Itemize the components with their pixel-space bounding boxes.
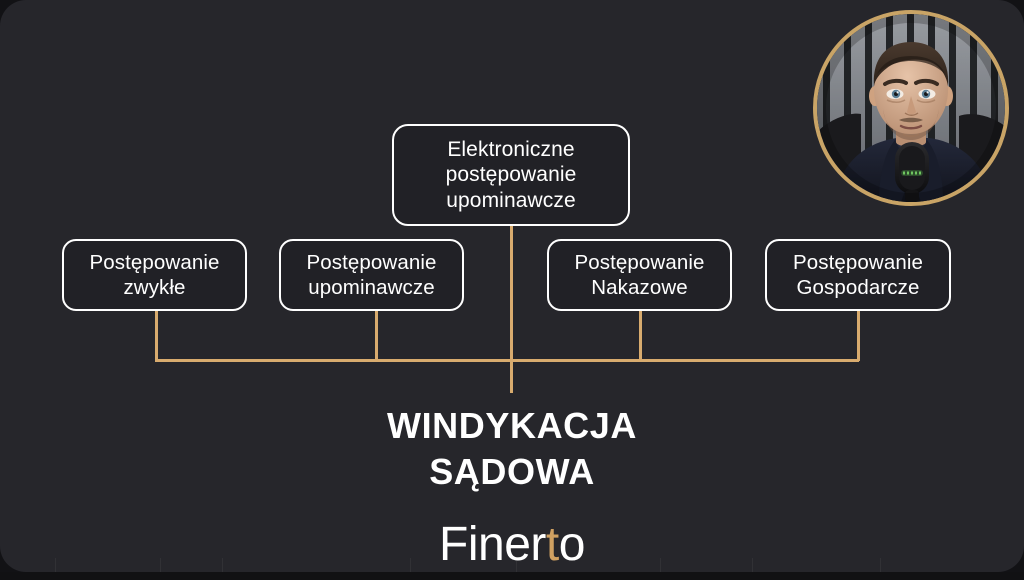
node-elektroniczne-postepowanie-upominawcze: Elektroniczne postępowanie upominawcze — [392, 124, 630, 226]
finerto-logo: Finerto — [0, 517, 1024, 572]
node-postepowanie-gospodarcze: Postępowanie Gospodarcze — [765, 239, 951, 311]
slide-headline: WINDYKACJA SĄDOWA — [0, 403, 1024, 495]
node-postepowanie-upominawcze: Postępowanie upominawcze — [279, 239, 464, 311]
bottom-bar — [0, 572, 1024, 580]
connector-center-trunk — [510, 226, 513, 393]
connector-stub-nakazowe — [639, 311, 642, 361]
node-postepowanie-nakazowe: Postępowanie Nakazowe — [547, 239, 732, 311]
headline-line-1: WINDYKACJA — [386, 405, 637, 446]
node-upominawcze-label: Postępowanie upominawcze — [306, 251, 437, 299]
presenter-video-frame — [817, 14, 1005, 202]
logo-text-part2: o — [558, 518, 586, 571]
logo-accent-letter: t — [545, 518, 559, 571]
presenter-video-circle[interactable] — [817, 14, 1005, 202]
connector-stub-zwykle — [155, 311, 158, 361]
node-zwykle-label: Postępowanie zwykłe — [89, 251, 220, 299]
headline-line-2: SĄDOWA — [429, 451, 595, 493]
node-nakazowe-label: Postępowanie Nakazowe — [574, 251, 705, 299]
node-top-label: Elektroniczne postępowanie upominawcze — [445, 137, 577, 212]
node-postepowanie-zwykle: Postępowanie zwykłe — [62, 239, 247, 311]
connector-stub-gospodarcze — [857, 311, 860, 361]
connector-stub-upominawcze — [375, 311, 378, 361]
node-gospodarcze-label: Postępowanie Gospodarcze — [793, 251, 923, 299]
logo-text-part1: Finer — [439, 518, 546, 571]
connector-horizontal-bus — [155, 359, 859, 362]
